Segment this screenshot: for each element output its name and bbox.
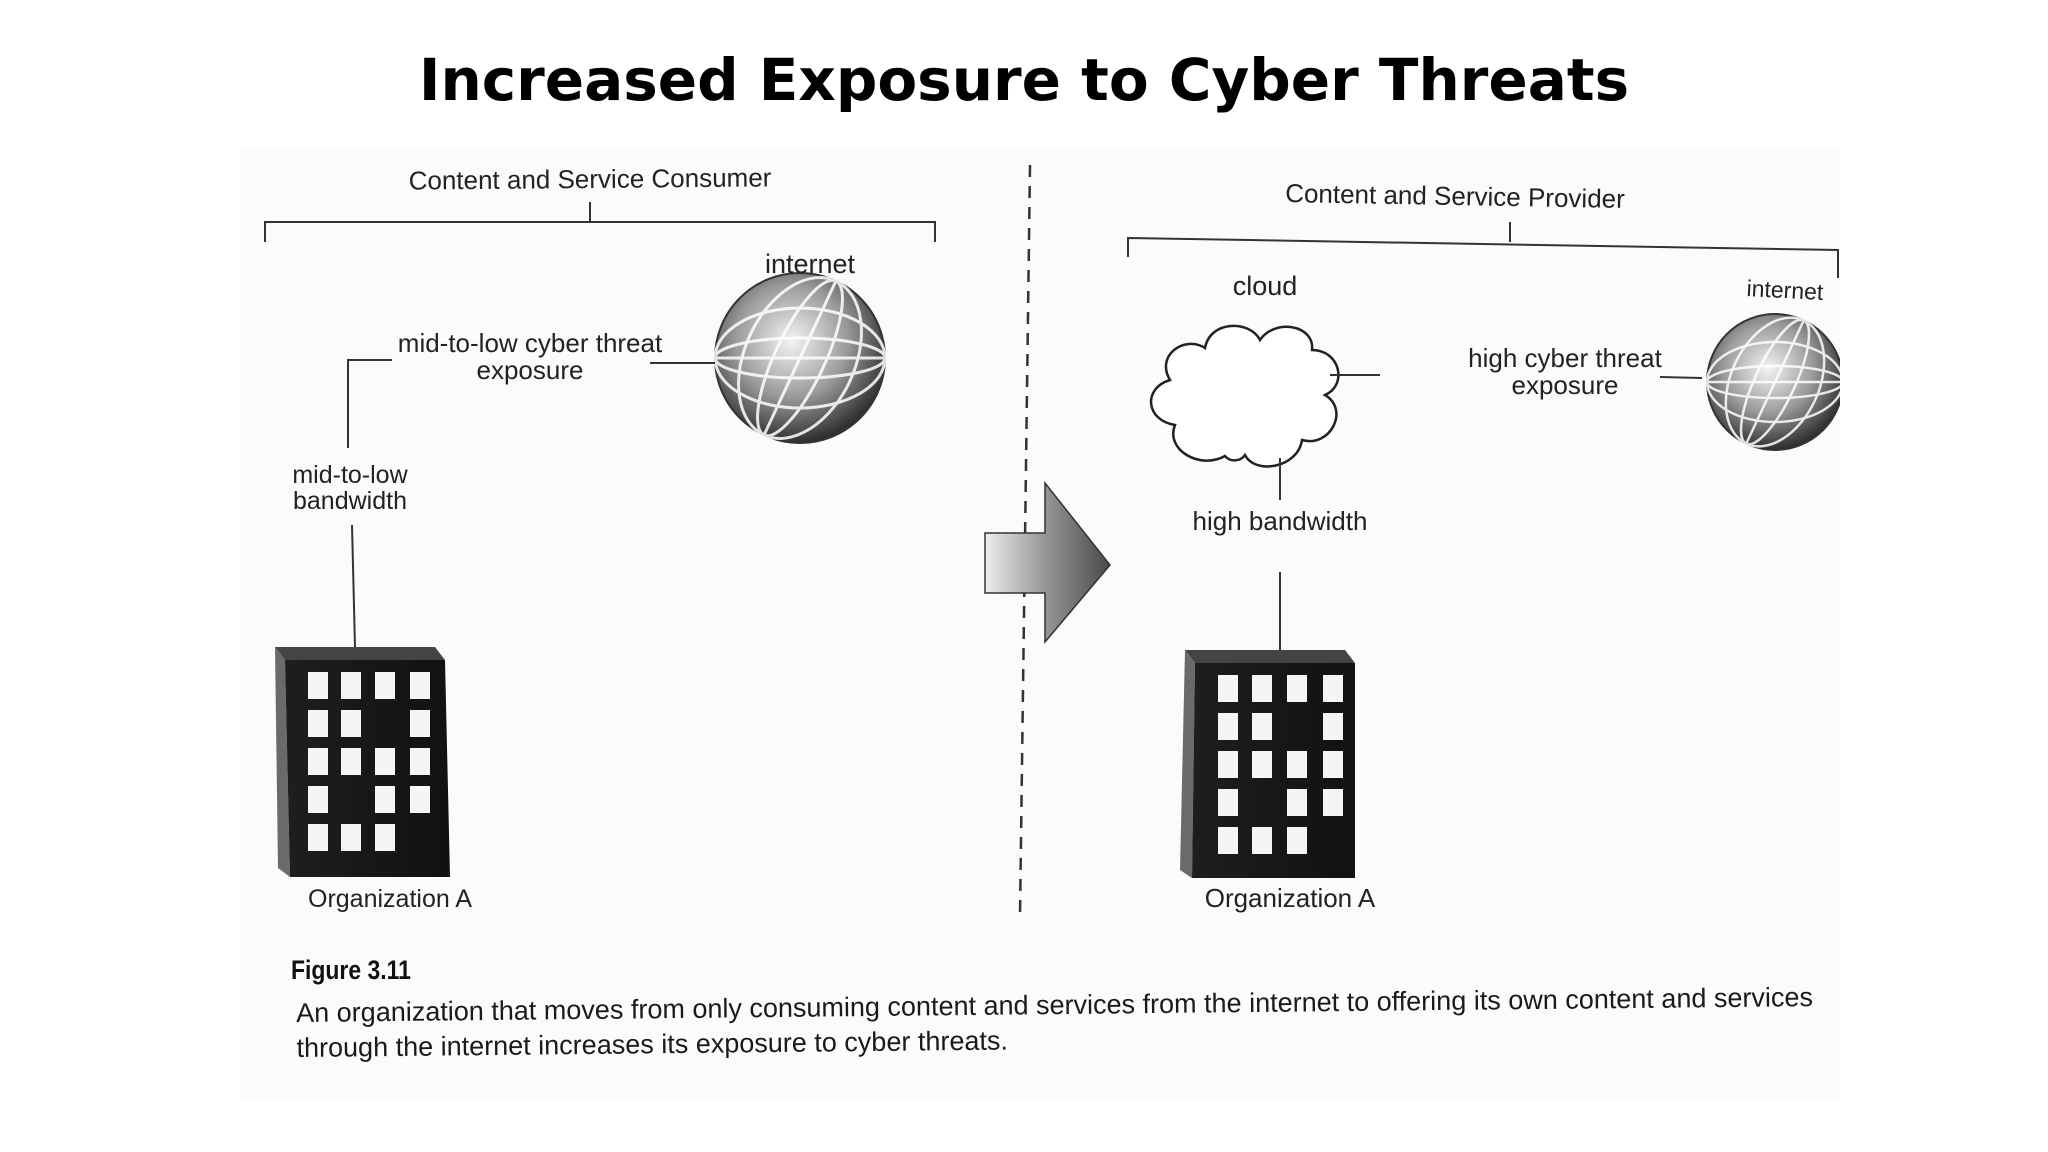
figure-scan: Content and Service Consumer Content and…: [240, 150, 1840, 1100]
figure-diagram: [264, 164, 1840, 916]
transition-arrow-icon: [984, 480, 1111, 645]
threat-to-internet-line-right: [1659, 376, 1703, 379]
organization-label-left: Organization A: [308, 885, 472, 913]
internet-label-left: internet: [764, 249, 856, 279]
threat-to-bandwidth-line: [347, 359, 392, 448]
consumer-bracket: [264, 221, 936, 242]
organization-label-right: Organization A: [1204, 883, 1376, 913]
threat-exposure-label-left: mid-to-low cyber threat exposure: [397, 328, 663, 386]
bandwidth-label-left: mid-to-low bandwidth: [292, 461, 408, 516]
consumer-label: Content and Service Consumer: [408, 162, 772, 196]
cloud-label: cloud: [1232, 271, 1298, 301]
threat-exposure-label-right: high cyber threat exposure: [1468, 343, 1662, 401]
figure-number: Figure 3.11: [291, 955, 411, 985]
bandwidth-label-right: high bandwidth: [1192, 506, 1368, 536]
cloud-icon: [1149, 324, 1340, 468]
internet-globe-icon: [713, 272, 887, 444]
internet-globe-icon-right: [1705, 313, 1840, 451]
bandwidth-to-org-line: [351, 524, 356, 648]
provider-bracket: [1127, 236, 1839, 278]
organization-building-icon: [275, 647, 450, 877]
organization-building-icon-right: [1180, 650, 1355, 878]
slide-title: Increased Exposure to Cyber Threats: [418, 46, 1630, 114]
